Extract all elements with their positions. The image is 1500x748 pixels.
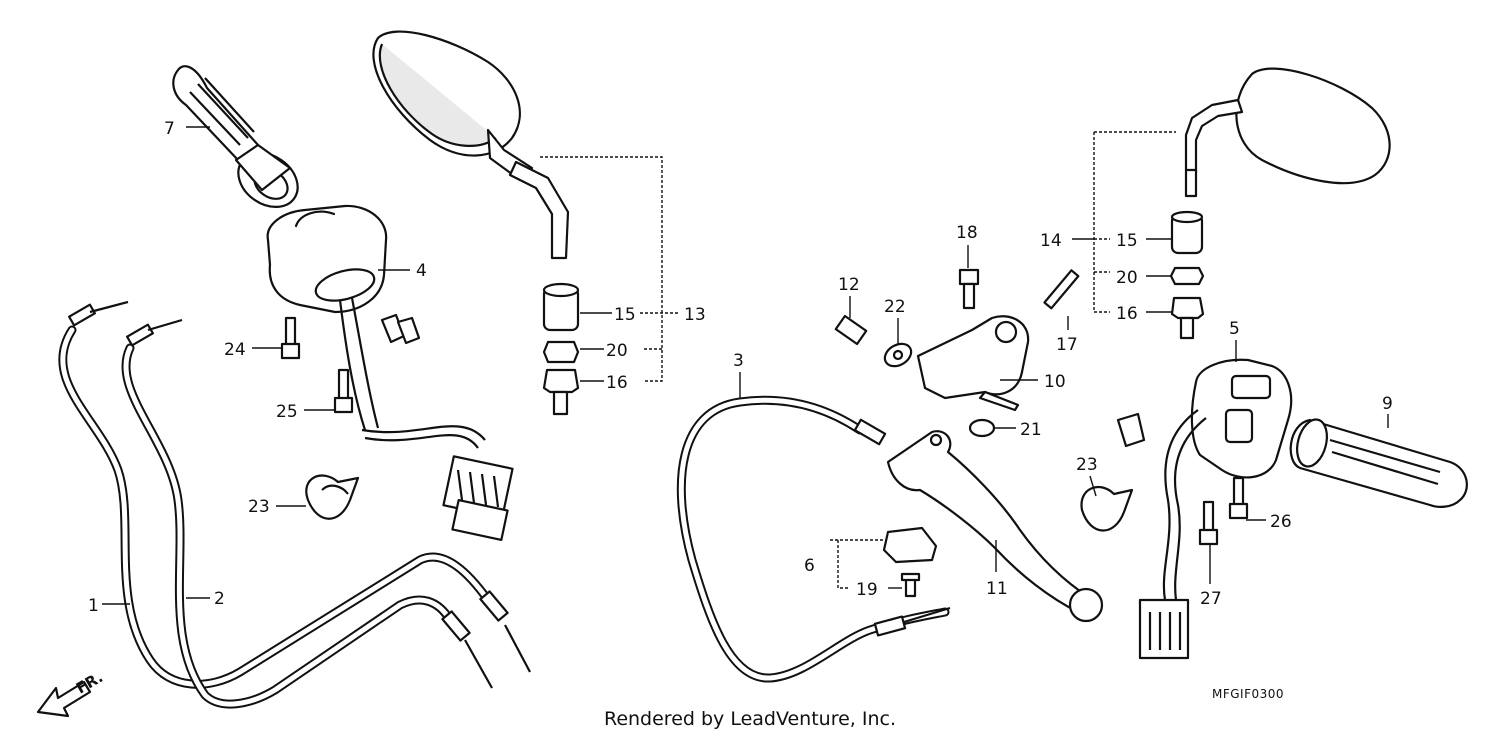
callout-16-right: 16 (1116, 304, 1138, 324)
band-23-right (1080, 485, 1134, 532)
callout-4: 4 (416, 261, 427, 281)
callout-10: 10 (1044, 372, 1066, 392)
right-switch-assembly (1116, 358, 1293, 601)
callout-15-left: 15 (614, 305, 636, 325)
left-switch-assembly (266, 204, 486, 449)
callout-21: 21 (1020, 420, 1042, 440)
clutch-lever (886, 430, 1104, 623)
callout-17: 17 (1056, 335, 1078, 355)
band-23-left (305, 474, 360, 520)
left-grip (172, 65, 299, 208)
callout-9: 9 (1382, 394, 1393, 414)
callout-27: 27 (1200, 589, 1222, 609)
callout-2: 2 (214, 589, 225, 609)
callout-24: 24 (224, 340, 246, 360)
callout-5: 5 (1229, 319, 1240, 339)
front-direction-arrow-icon (36, 680, 92, 718)
callout-6: 6 (804, 556, 815, 576)
screw-12 (834, 314, 868, 346)
callout-1: 1 (88, 596, 99, 616)
callout-23-left: 23 (248, 497, 270, 517)
right-switch-connector (1138, 598, 1190, 660)
callout-25: 25 (276, 402, 298, 422)
collar-21 (968, 418, 996, 438)
callout-20-right: 20 (1116, 268, 1138, 288)
callout-26: 26 (1270, 512, 1292, 532)
callout-15-right: 15 (1116, 231, 1138, 251)
clutch-bracket (916, 315, 1030, 412)
clutch-switch (882, 526, 938, 598)
leader-lines (102, 126, 1389, 605)
callout-13: 13 (684, 305, 706, 325)
bolt-25 (333, 368, 354, 414)
callout-3: 3 (733, 351, 744, 371)
callout-20-left: 20 (606, 341, 628, 361)
left-switch-connector (442, 455, 514, 541)
right-mirror-hardware (1169, 210, 1205, 340)
bolt-18 (958, 268, 980, 310)
callout-16-left: 16 (606, 373, 628, 393)
throttle-cables (58, 300, 531, 709)
right-grip (1289, 418, 1468, 508)
clutch-cable (676, 395, 951, 683)
callout-23-right: 23 (1076, 455, 1098, 475)
callout-19: 19 (856, 580, 878, 600)
bolt-24 (280, 316, 301, 360)
credit-line: Rendered by LeadVenture, Inc. (603, 708, 897, 730)
nut-22 (883, 342, 913, 368)
callout-18: 18 (956, 223, 978, 243)
callout-22: 22 (884, 297, 906, 317)
bolt-26 (1228, 476, 1249, 520)
left-mirror-hardware (542, 282, 580, 416)
callout-11: 11 (986, 579, 1008, 599)
bolt-27 (1198, 500, 1219, 546)
callout-7: 7 (164, 119, 175, 139)
left-mirror (372, 30, 570, 260)
bolt-17 (1043, 269, 1080, 310)
callout-14: 14 (1040, 231, 1062, 251)
right-mirror (1184, 67, 1391, 198)
catalog-code: MFGIF0300 (1212, 687, 1284, 701)
callout-numbers: 7 4 24 25 23 1 2 15 13 20 16 3 12 22 18 … (88, 119, 1393, 616)
callout-12: 12 (838, 275, 860, 295)
